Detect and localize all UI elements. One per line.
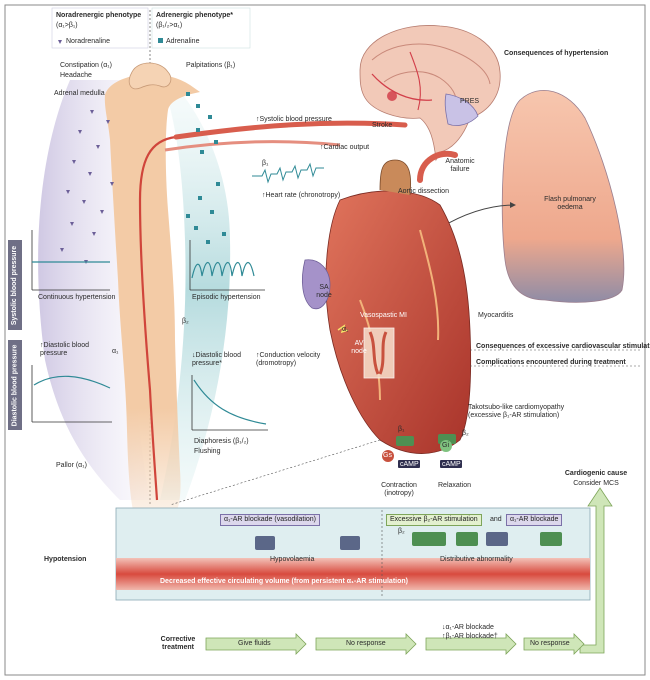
gs-label: Gs: [383, 452, 392, 459]
no-response-2-label: No response: [530, 640, 570, 647]
hypotension-label: Hypotension: [44, 556, 87, 563]
lung-label: Flash pulmonary oedema: [544, 196, 596, 211]
brain: [359, 25, 501, 162]
heart-rate-label: ↑Heart rate (chronotropy): [262, 192, 341, 199]
relaxation-label: Relaxation: [438, 482, 472, 489]
episodic-label: Episodic hypertension: [192, 294, 261, 301]
give-fluids-label: Give fluids: [238, 640, 271, 647]
a1-blockade-box: α₁-AR blockade (vasodilation): [220, 514, 321, 526]
headache-label: Headache: [60, 72, 92, 79]
artery: [138, 135, 177, 501]
down-diastolic-plot: [191, 375, 268, 431]
corrective-arrows: [205, 633, 585, 655]
noradrenaline-legend-icon: [58, 40, 62, 44]
zoom-line: [169, 439, 381, 506]
episodic-hypertension-plot: [189, 240, 265, 291]
b2-cell-label: β₂: [462, 430, 469, 437]
receptor-cells: [382, 434, 462, 468]
distributive-label: Distributive abnormality: [440, 556, 513, 563]
and-label: and: [490, 516, 502, 523]
gi-label: Gi: [442, 442, 449, 449]
systolic-axis-label: Systolic blood pressure: [8, 240, 22, 330]
beta2-label: β₂: [182, 318, 189, 325]
hypovolaemia-label: Hypovolaemia: [270, 556, 315, 563]
no-response-1-label: No response: [346, 640, 386, 647]
a1-blockade2-box: α₁-AR blockade: [506, 514, 563, 526]
continuous-label: Continuous hypertension: [38, 294, 116, 301]
brain-title: Consequences of hypertension: [504, 50, 609, 57]
pallor-label: Pallor (α₁): [56, 462, 87, 469]
vasospastic-label: Vasospastic MI: [360, 312, 407, 319]
down-diastolic-label: ↓Diastolic blood pressure*: [192, 352, 242, 367]
adrenaline-legend-icon: [158, 38, 163, 43]
treatment-complications-label: Complications encountered during treatme…: [476, 359, 626, 366]
flushing-label: Flushing: [194, 448, 221, 455]
panel-receptors: [255, 532, 562, 550]
nor-legend: Noradrenaline: [66, 38, 110, 45]
stroke-label: Stroke: [372, 122, 393, 129]
alpha1-heart-label: α₁: [342, 326, 349, 333]
anatomic-label: Anatomic failure: [445, 158, 475, 173]
cardiovascular-label: Consequences of excessive cardiovascular…: [476, 343, 650, 350]
camp1-label: cAMP: [400, 461, 419, 468]
adrenaline-particles: [186, 92, 226, 244]
heart: [301, 150, 472, 454]
lung: [501, 90, 625, 303]
adr-legend: Adrenaline: [166, 38, 200, 45]
palpitations-label: Palpitations (β₁): [186, 62, 236, 69]
cardiogenic-arrow: [579, 487, 613, 654]
nor-title: Noradrenergic phenotype: [56, 12, 142, 19]
panel-b2-label: β₂: [398, 528, 405, 535]
heart-rate-trace: [252, 162, 324, 184]
alpha1-body-label: α₁: [112, 348, 119, 355]
conduction-label: ↑Conduction velocity (dromotropy): [256, 352, 321, 367]
corrective-label: Corrective treatment: [160, 636, 196, 651]
beta1-hr-label: β₁: [262, 160, 269, 167]
myocarditis-label: Myocarditis: [478, 312, 514, 319]
noradrenaline-particles: [60, 110, 114, 264]
pres-label: PRES: [460, 98, 480, 105]
takotsubo-label: Takotsubo-like cardiomyopathy (excessive…: [468, 404, 565, 419]
sa-node-label: SA node: [316, 284, 332, 299]
aortic-label: Aortic dissection: [398, 188, 449, 195]
constipation-label: Constipation (α₁): [60, 62, 112, 69]
diastolic-axis-label: Diastolic blood pressure: [8, 340, 22, 430]
excessive-b2-box: Excessive β₂-AR stimulation: [386, 514, 482, 526]
cardiac-output-label: ↑Cardiac output: [320, 144, 370, 151]
nor-sub: (α₁>β₁): [56, 22, 78, 29]
adr-header-box: [151, 7, 251, 49]
torso-arm: [104, 74, 200, 520]
aorta-branch: [173, 120, 408, 140]
adrenal-label: Adrenal medulla: [54, 90, 105, 97]
vessel-band: [116, 558, 590, 590]
up-diastolic-plot: [31, 365, 112, 423]
nor-header-box: [51, 7, 149, 49]
av-node-label: AV node: [351, 340, 367, 355]
contraction-label: Contraction (inotropy): [381, 482, 417, 497]
diaphoresis-label: Diaphoresis (β₁/₂): [194, 438, 249, 445]
vessel-branch: [164, 140, 341, 152]
adr-sub: (β₁/₂>α₁): [156, 22, 183, 29]
decreased-volume-label: Decreased effective circulating volume (…: [160, 578, 408, 585]
cardiogenic-title: Cardiogenic cause: [564, 470, 628, 477]
continuous-hypertension-plot: [31, 230, 110, 291]
down-a1-label: ↓α₁-AR blockade: [442, 624, 494, 631]
adr-title: Adrenergic phenotype*: [156, 12, 234, 19]
up-diastolic-label: ↑Diastolic blood pressure: [40, 342, 90, 357]
b1-cell-label: β₁: [398, 426, 405, 433]
camp2-label: cAMP: [442, 461, 461, 468]
up-systolic-label: ↑Systolic blood pressure: [256, 116, 332, 123]
cardiogenic-sub: Consider MCS: [573, 480, 619, 487]
outer-frame: [4, 4, 646, 676]
adrenal-gland: [128, 62, 172, 90]
up-b1-label: ↑β₁-AR blockade†: [442, 633, 498, 640]
